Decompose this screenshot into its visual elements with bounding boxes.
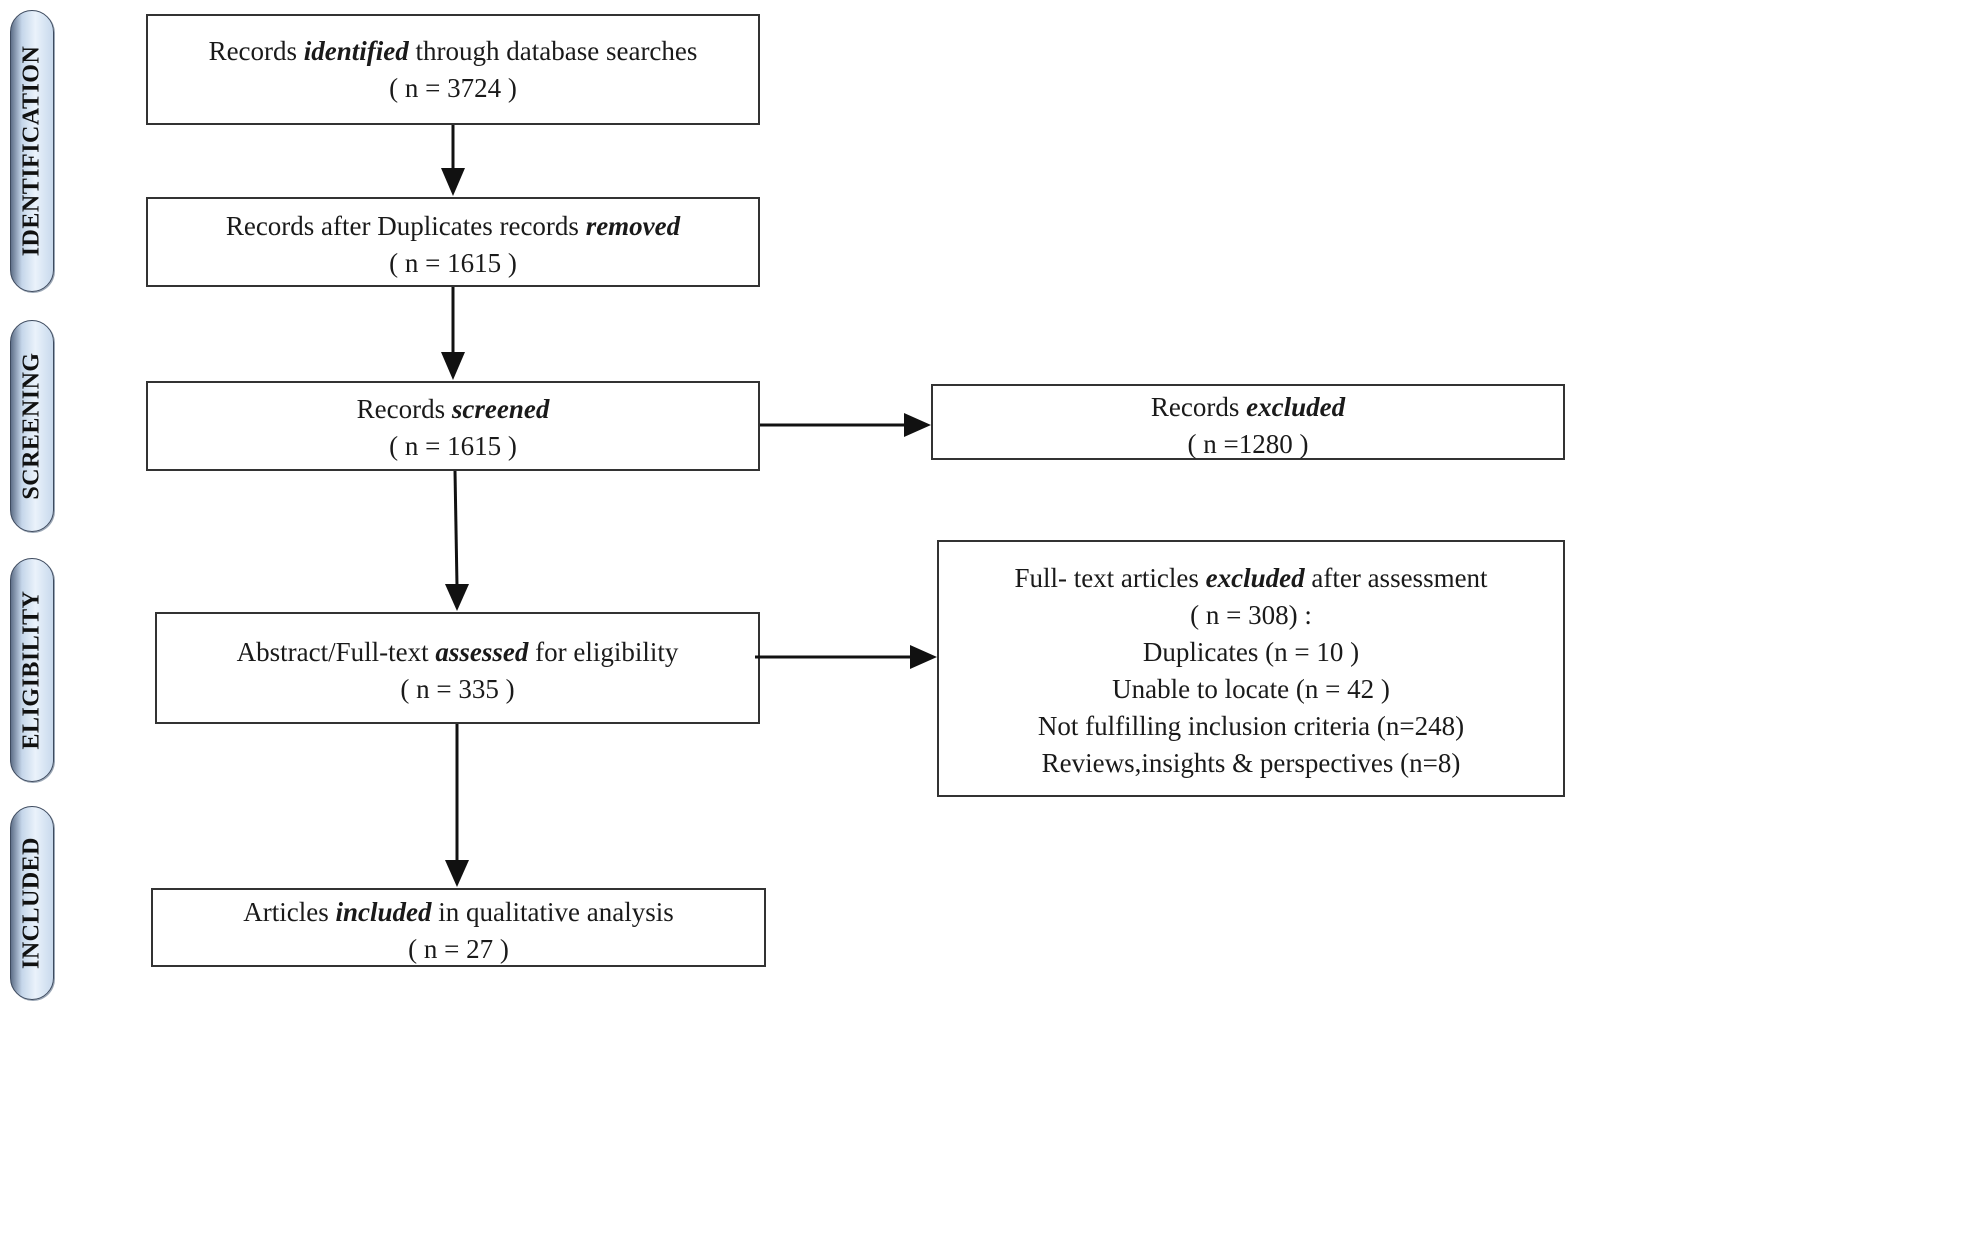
flow-arrows — [441, 125, 937, 887]
arrow-screened-to-assessed — [453, 470, 459, 587]
exclusion-reason-not-fulfilling-criteria: Not fulfilling inclusion criteria (n=248… — [1037, 711, 1465, 741]
records-excluded-box: Records excluded ( n =1280 ) — [931, 384, 1565, 460]
records-excluded-title: Records excluded — [1150, 392, 1346, 422]
exclusion-reason-duplicates: Duplicates (n = 10 ) — [1142, 637, 1360, 667]
records-excluded-count: ( n =1280 ) — [1187, 429, 1309, 459]
fulltext-excluded-box: Full- text articles excluded after asses… — [937, 540, 1565, 797]
fulltext-assessed-count: ( n = 335 ) — [400, 674, 515, 704]
exclusion-reason-reviews: Reviews,insights & perspectives (n=8) — [1041, 748, 1461, 778]
fulltext-excluded-count: ( n = 308) : — [1190, 600, 1312, 630]
duplicates-removed-count: ( n = 1615 ) — [389, 248, 517, 278]
articles-included-title: Articles included in qualitative analysi… — [243, 897, 674, 927]
arrowhead-assessed-to-fulltext-excluded — [910, 645, 937, 669]
duplicates-removed-title: Records after Duplicates records removed — [225, 211, 681, 241]
arrowhead-screened-to-excluded — [904, 413, 931, 437]
stage-screening: SCREENING — [10, 320, 54, 532]
records-screened-box: Records screened ( n = 1615 ) — [146, 381, 760, 471]
arrowhead-assessed-to-included — [445, 860, 469, 887]
articles-included-box: Articles included in qualitative analysi… — [151, 888, 766, 967]
exclusion-reason-unable-to-locate: Unable to locate (n = 42 ) — [1112, 674, 1390, 704]
records-identified-count: ( n = 3724 ) — [389, 73, 517, 103]
records-identified-box: Records identified through database sear… — [146, 14, 760, 125]
records-identified-title: Records identified through database sear… — [208, 36, 698, 66]
articles-included-count: ( n = 27 ) — [408, 934, 509, 964]
arrowhead-deduplicated-to-screened — [441, 352, 465, 380]
records-screened-title: Records screened — [356, 394, 550, 424]
duplicates-removed-box: Records after Duplicates records removed… — [146, 197, 760, 287]
stage-eligibility: ELIGIBILITY — [10, 558, 54, 782]
records-screened-count: ( n = 1615 ) — [389, 431, 517, 461]
arrowhead-screened-to-assessed — [445, 584, 469, 611]
fulltext-assessed-title: Abstract/Full-text assessed for eligibil… — [236, 637, 679, 667]
stage-included: INCLUDED — [10, 806, 54, 1000]
fulltext-assessed-box: Abstract/Full-text assessed for eligibil… — [155, 612, 760, 724]
arrowhead-identified-to-deduplicated — [441, 168, 465, 196]
stage-identification: IDENTIFICATION — [10, 10, 54, 292]
fulltext-excluded-title: Full- text articles excluded after asses… — [1014, 563, 1488, 593]
